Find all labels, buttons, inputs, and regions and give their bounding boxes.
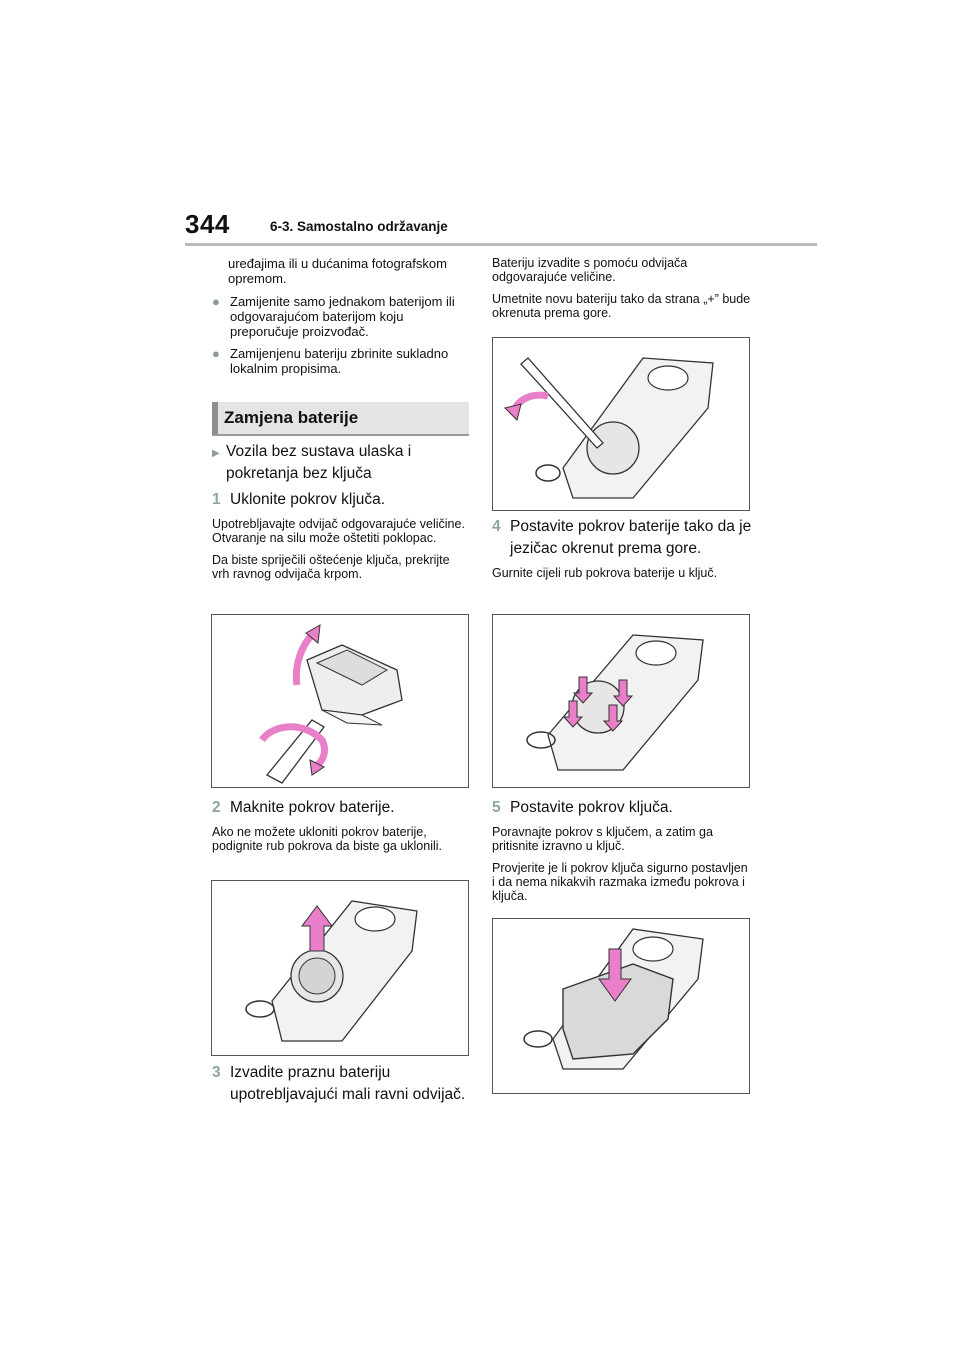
illustration-screwdriver-battery: [504, 357, 714, 499]
figure-remove-battery-cover: [211, 880, 469, 1056]
bullet-item: ● Zamijenite samo jednakom baterijom ili…: [212, 294, 470, 339]
step1-note: Da biste spriječili oštećenje ključa, pr…: [212, 553, 450, 581]
step-text: Izvadite praznu bateriju upotrebljavajuć…: [230, 1064, 466, 1103]
step-2: 2 Maknite pokrov baterije.: [212, 797, 470, 819]
figure-remove-key-cover: [211, 614, 469, 788]
step2-note: Ako ne možete ukloniti pokrov baterije, …: [212, 825, 443, 853]
step-number: 2: [212, 799, 221, 816]
step1-note: Upotrebljavajte odvijač odgovarajuće vel…: [212, 517, 465, 545]
intro-text: uređajima ili u dućanima fotografskom op…: [228, 256, 447, 286]
subheading: ▶ Vozila bez sustava ulaska i pokretanja…: [212, 441, 470, 485]
step5-note: Poravnajte pokrov s ključem, a zatim ga …: [492, 825, 713, 853]
illustration-key-open: [245, 900, 418, 1042]
step-1: 1 Uklonite pokrov ključa.: [212, 489, 470, 511]
figure-install-key-cover: [492, 918, 750, 1094]
step5-note: Provjerite je li pokrov ključa sigurno p…: [492, 861, 748, 903]
right-column-top: Bateriju izvadite s pomoću odvijača odgo…: [492, 256, 752, 328]
right-note: Bateriju izvadite s pomoću odvijača odgo…: [492, 256, 688, 284]
step-5: 5 Postavite pokrov ključa.: [492, 797, 752, 819]
subheading-text: Vozila bez sustava ulaska i pokretanja b…: [226, 443, 412, 482]
triangle-arrow-icon: ▶: [212, 448, 220, 459]
figure-install-battery-cover: [492, 614, 750, 788]
page-number: 344: [185, 209, 230, 239]
step-number: 5: [492, 799, 501, 816]
left-step2: 2 Maknite pokrov baterije. Ako ne možete…: [212, 793, 470, 861]
right-step5: 5 Postavite pokrov ključa. Poravnajte po…: [492, 793, 752, 911]
illustration-press-cover: [523, 928, 704, 1070]
bullet-dot-icon: ●: [212, 346, 220, 361]
illustration-insert-cover: [526, 634, 704, 771]
left-steps: ▶ Vozila bez sustava ulaska i pokretanja…: [212, 441, 470, 589]
bullet-text: Zamijenjenu bateriju zbrinite sukladno l…: [230, 346, 449, 376]
header-rule: [185, 243, 817, 246]
bullet-dot-icon: ●: [212, 294, 220, 309]
step-number: 4: [492, 518, 501, 535]
bullet-text: Zamijenite samo jednakom baterijom ili o…: [230, 294, 455, 339]
step-text: Uklonite pokrov ključa.: [230, 491, 386, 508]
step-text: Postavite pokrov ključa.: [510, 799, 673, 816]
step4-note: Gurnite cijeli rub pokrova baterije u kl…: [492, 566, 718, 580]
left-column: uređajima ili u dućanima fotografskom op…: [212, 256, 470, 383]
section-title: 6-3. Samostalno održavanje: [270, 219, 448, 234]
illustration-screwdriver-cover: [259, 624, 403, 784]
step-text: Postavite pokrov baterije tako da je jez…: [510, 518, 752, 557]
figure-remove-battery: [492, 337, 750, 511]
step-number: 1: [212, 491, 221, 508]
right-step4: 4 Postavite pokrov baterije tako da je j…: [492, 512, 752, 588]
step-text: Maknite pokrov baterije.: [230, 799, 395, 816]
step-3: 3 Izvadite praznu bateriju upotrebljavaj…: [212, 1062, 482, 1106]
left-step3: 3 Izvadite praznu bateriju upotrebljavaj…: [212, 1058, 482, 1112]
step-4: 4 Postavite pokrov baterije tako da je j…: [492, 516, 752, 560]
section-heading: Zamjena baterije: [212, 402, 469, 436]
step-number: 3: [212, 1064, 221, 1081]
right-note: Umetnite novu bateriju tako da strana „+…: [492, 292, 751, 320]
bullet-item: ● Zamijenjenu bateriju zbrinite sukladno…: [212, 346, 470, 376]
